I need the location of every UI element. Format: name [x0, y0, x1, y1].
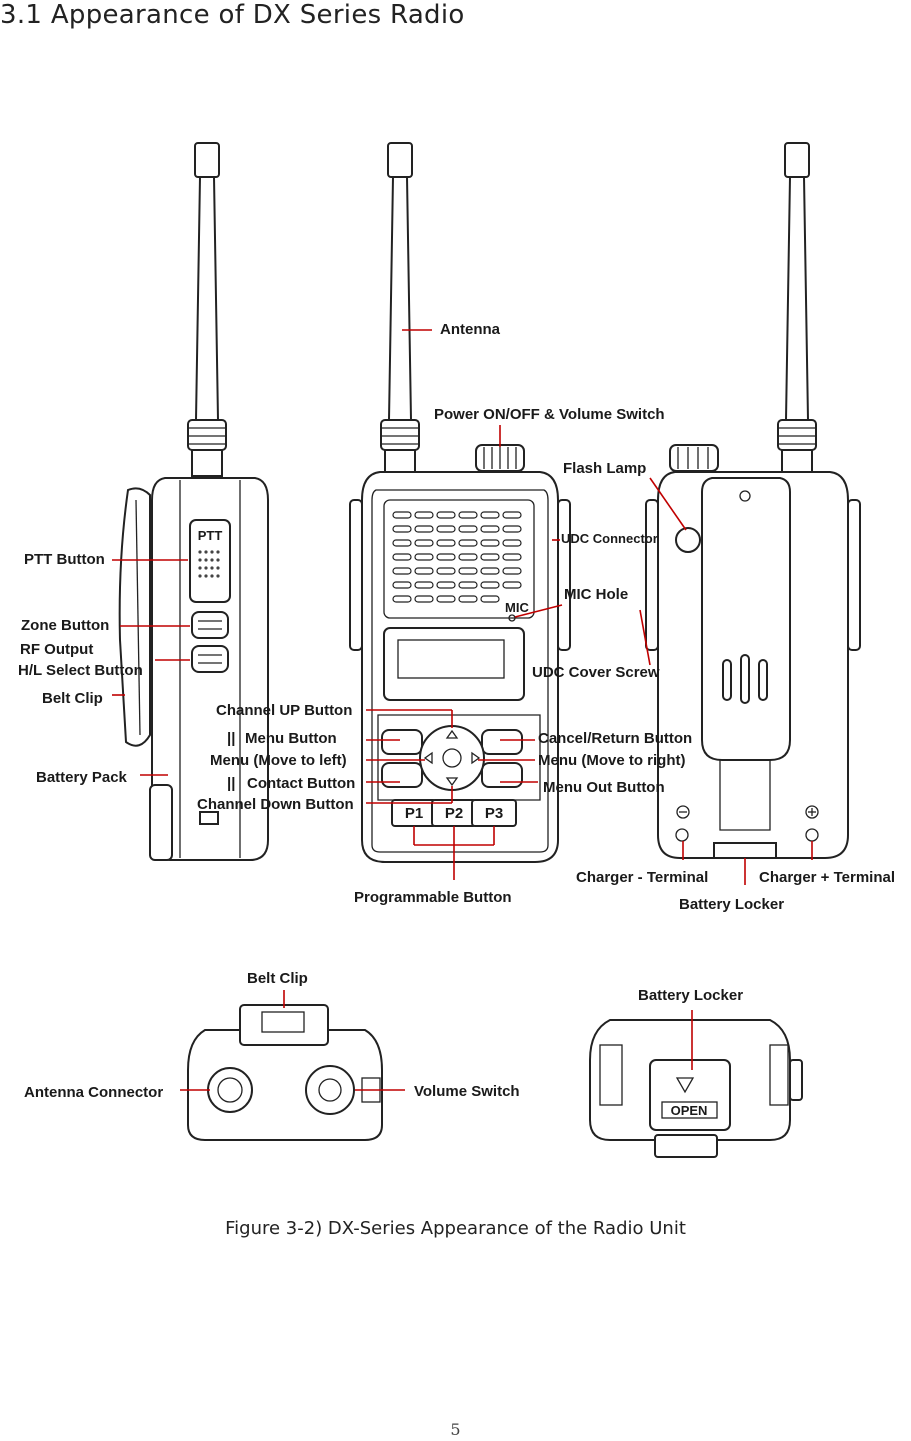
open-marking: OPEN — [671, 1103, 708, 1118]
label-battery-locker: Battery Locker — [679, 896, 784, 913]
label-channel-down: Channel Down Button — [197, 796, 354, 813]
radio-front-view: MIC P1 P2 P3 — [349, 142, 571, 863]
label-menu-right: Menu (Move to right) — [538, 752, 685, 769]
radio-top-view — [187, 1004, 383, 1141]
label-menu-button: Menu Button — [245, 730, 337, 747]
label-belt-clip-side: Belt Clip — [42, 690, 103, 707]
pipe-marker-1: || — [227, 730, 235, 747]
mic-hole-label: MIC — [505, 600, 529, 615]
label-antenna: Antenna — [440, 321, 501, 338]
ptt-key-label: PTT — [198, 528, 223, 543]
label-udc-connector: UDC Connector — [561, 531, 658, 546]
radio-bottom-view: OPEN — [589, 1019, 803, 1158]
section-heading: 3.1 Appearance of DX Series Radio — [0, 0, 465, 30]
label-rf-output: RF Output — [20, 641, 93, 658]
pipe-marker-2: || — [227, 775, 235, 792]
label-contact-button: Contact Button — [247, 775, 355, 792]
label-menu-out: Menu Out Button — [543, 779, 665, 796]
label-programmable-button: Programmable Button — [354, 889, 512, 906]
figure-caption: Figure 3-2) DX-Series Appearance of the … — [225, 1218, 686, 1239]
callout-lines — [112, 329, 813, 1091]
label-belt-clip-top: Belt Clip — [247, 970, 308, 987]
label-volume-switch: Volume Switch — [414, 1083, 520, 1100]
label-udc-cover-screw: UDC Cover Screw — [532, 664, 660, 681]
callout-labels: Antenna Power ON/OFF & Volume Switch Fla… — [18, 321, 895, 1101]
label-cancel-return: Cancel/Return Button — [538, 730, 692, 747]
radio-appearance-figure: PTT — [18, 142, 895, 1158]
label-mic-hole: MIC Hole — [564, 586, 628, 603]
label-hl-select-button: H/L Select Button — [18, 662, 143, 679]
radio-back-view — [645, 142, 861, 859]
label-antenna-connector: Antenna Connector — [24, 1084, 163, 1101]
label-menu-left: Menu (Move to left) — [210, 752, 347, 769]
label-battery-pack: Battery Pack — [36, 769, 128, 786]
label-flash-lamp: Flash Lamp — [563, 460, 646, 477]
radio-side-view: PTT — [118, 142, 269, 861]
label-ptt-button: PTT Button — [24, 551, 105, 568]
label-channel-up: Channel UP Button — [216, 702, 352, 719]
p3-key-label: P3 — [485, 805, 503, 822]
label-power-volume-switch: Power ON/OFF & Volume Switch — [434, 406, 665, 423]
label-battery-locker-bottom: Battery Locker — [638, 987, 743, 1004]
p1-key-label: P1 — [405, 805, 423, 822]
page-number: 5 — [450, 1420, 461, 1439]
label-charger-minus: Charger - Terminal — [576, 869, 708, 886]
label-zone-button: Zone Button — [21, 617, 109, 634]
p2-key-label: P2 — [445, 805, 463, 822]
label-charger-plus: Charger + Terminal — [759, 869, 895, 886]
